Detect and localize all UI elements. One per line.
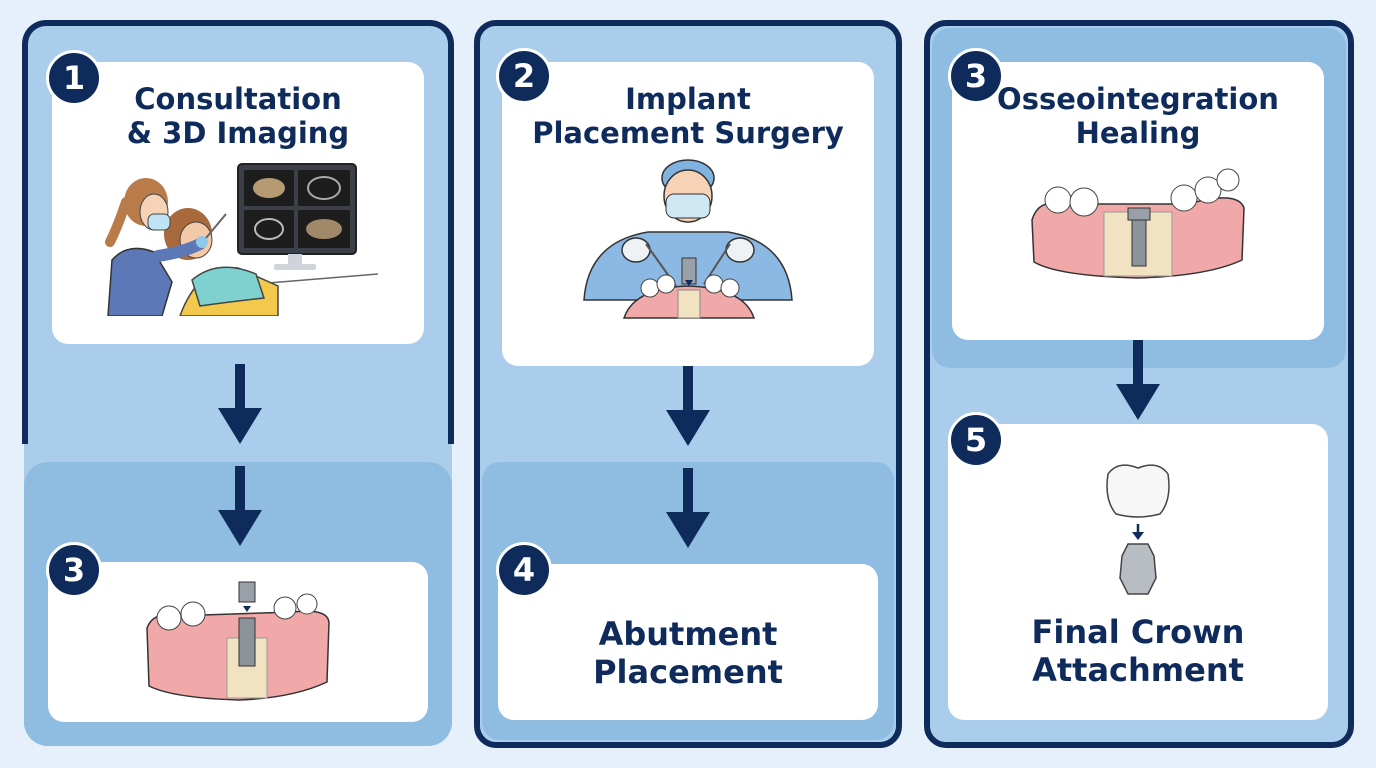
flow-arrow-1b: [218, 466, 262, 546]
step-card-5: Final Crown Attachment: [948, 424, 1328, 720]
healing-jaw-illustration: [1031, 168, 1245, 280]
step-badge-4: 4: [496, 542, 552, 598]
step-title-1: Consultation & 3D Imaging: [126, 82, 350, 151]
column-1-frame: [22, 20, 454, 444]
flow-arrow-3: [1116, 340, 1160, 420]
step-title-3: Osseointegration Healing: [997, 82, 1279, 151]
step-badge-3-bottom: 3: [46, 542, 102, 598]
step-badge-5: 5: [948, 412, 1004, 468]
column-3-frame: [924, 20, 1354, 748]
flow-arrow-2b: [666, 468, 710, 548]
step-title-2: Implant Placement Surgery: [532, 82, 844, 151]
step-card-4: Abutment Placement: [498, 564, 878, 720]
step-badge-2: 2: [496, 48, 552, 104]
crown-abutment-illustration: [1106, 464, 1170, 595]
step-title-5: Final Crown Attachment: [1031, 613, 1245, 689]
flow-arrow-1a: [218, 364, 262, 444]
step-badge-3: 3: [948, 48, 1004, 104]
step-card-1: Consultation & 3D Imaging: [52, 62, 424, 344]
step-title-4: Abutment Placement: [593, 615, 783, 691]
flow-arrow-2a: [666, 366, 710, 446]
step-card-3: Osseointegration Healing: [952, 62, 1324, 340]
step-badge-1: 1: [46, 50, 102, 106]
surgeon-illustration: [583, 159, 793, 320]
implant-jaw-illustration: [146, 581, 330, 701]
step-card-2: Implant Placement Surgery: [502, 62, 874, 366]
dentist-consultation-illustration: [105, 163, 379, 317]
step-card-3-bottom: [48, 562, 428, 722]
column-2-frame: [474, 20, 902, 748]
